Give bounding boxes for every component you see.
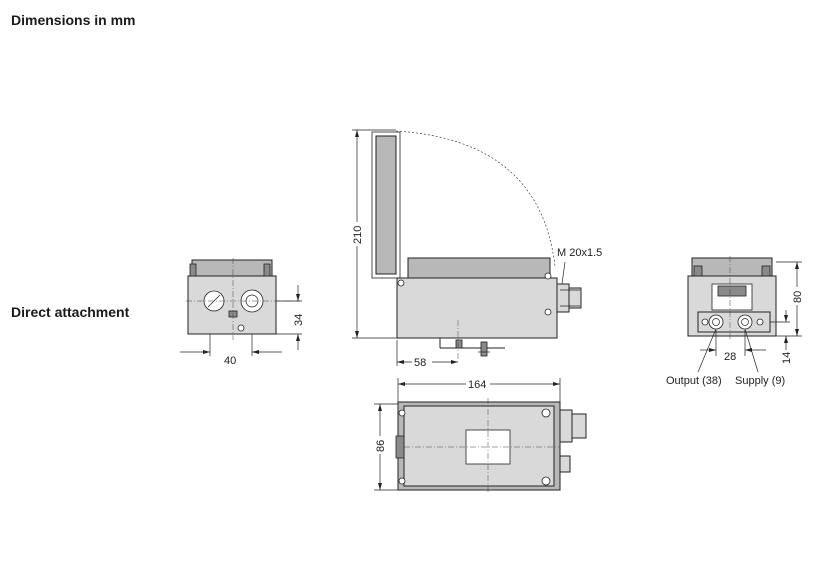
dimension-right-offset: 14 (781, 352, 793, 364)
dimension-left-width: 40 (224, 355, 236, 367)
dimension-right-spacing: 28 (724, 351, 736, 363)
thread-label: M 20x1.5 (557, 247, 602, 259)
right-side-view: 80 14 28 Output (38) Supply (9) (666, 256, 804, 387)
left-side-view: 40 34 (180, 258, 305, 367)
section-label-direct-attachment: Direct attachment (11, 304, 130, 320)
top-view: 164 86 (372, 378, 587, 494)
dimension-left-height: 34 (293, 314, 305, 326)
dimension-top-width: 86 (375, 440, 387, 452)
front-view: 210 58 M 20x1.5 (350, 129, 602, 369)
page-title: Dimensions in mm (11, 12, 136, 28)
port-label-output: Output (38) (666, 375, 722, 387)
dimension-front-offset: 58 (414, 357, 426, 369)
dimension-top-length: 164 (468, 379, 486, 391)
dimension-right-height: 80 (792, 291, 804, 303)
dimension-front-height: 210 (352, 226, 364, 244)
port-label-supply: Supply (9) (735, 375, 785, 387)
